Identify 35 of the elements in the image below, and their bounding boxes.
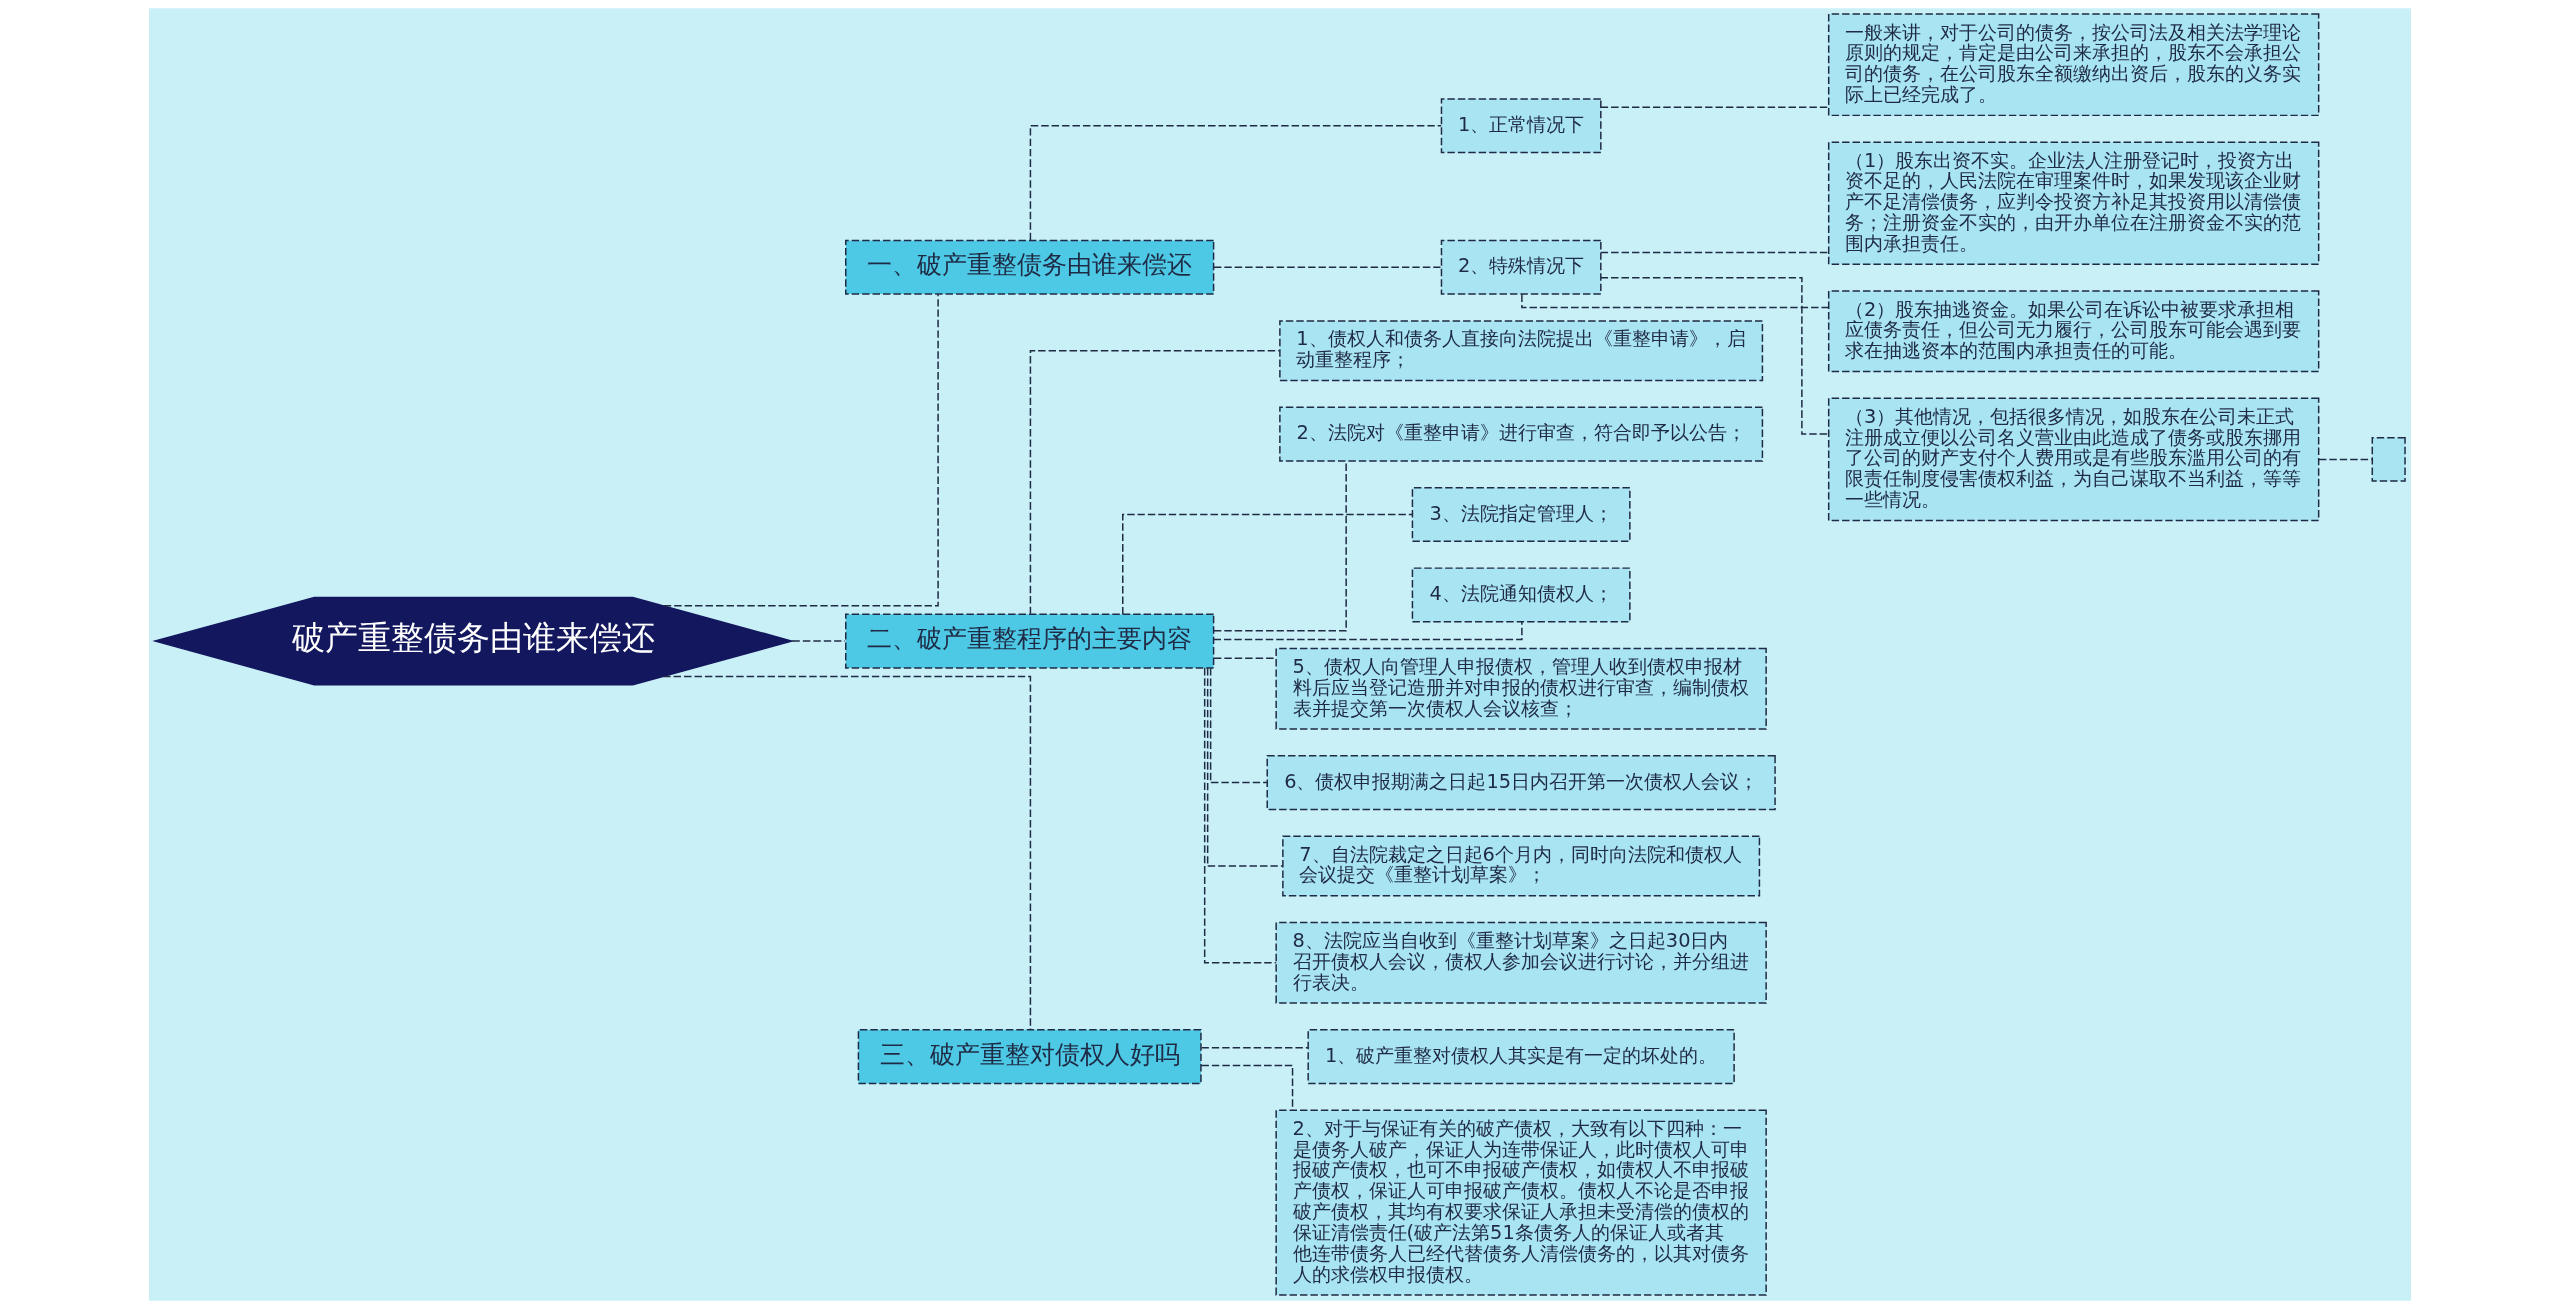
node-box: （3）其他情况，包括很多情况，如股东在公司未正式注册成立便以公司名义营业由此造成了债务或股东挪用了公司的财产支付个人费用或是有些股东滥用公司的有限责任制度侵害债权利益，为自己谋取不当利益，等等一些情况。 [1827, 397, 2320, 522]
connector [1029, 349, 1281, 615]
node-box: 4、法院通知债权人； [1411, 567, 1631, 623]
node-box: 1、债权人和债务人直接向法院提出《重整申请》，启动重整程序； [1279, 320, 1764, 382]
connector [1600, 251, 1829, 254]
connector [1213, 266, 1443, 269]
node-box: 5、债权人向管理人申报债权，管理人收到债权申报材料后应当登记造册并对申报的债权进行审查，编制债权表并提交第一次债权人会议核查； [1275, 647, 1767, 730]
node-box: （1）股东出资不实。企业法人注册登记时，投资方出资不足的，人民法院在审理案件时，如果发现该企业财产不足清偿债务，应判令投资方补足其投资用以清偿债务；注册资金不实的，由开办单位在注册资金不实的范围内承担责任。 [1827, 141, 2320, 266]
node-box: 一般来讲，对于公司的债务，按公司法及相关法学理论原则的规定，肯定是由公司来承担的，股东不会承担公司的债务，在公司股东全额缴纳出资后，股东的义务实际上已经完成了。 [1827, 13, 2320, 117]
node-box: 三、破产重整对债权人好吗 [857, 1029, 1202, 1085]
connector [1600, 106, 1829, 108]
connector [1203, 667, 1277, 964]
node-box: 3、法院指定管理人； [1411, 486, 1631, 543]
node-box: 一、破产重整债务由谁来偿还 [845, 239, 1215, 295]
connector [1206, 667, 1284, 867]
connector [1200, 1046, 1309, 1049]
node-box: 7、自法院裁定之日起6个月内，同时向法院和债权人会议提交《重整计划草案》； [1282, 835, 1761, 897]
connector [1122, 513, 1414, 615]
connector [1213, 657, 1277, 659]
node-box: 1、正常情况下 [1440, 98, 1602, 154]
node-box: 6、债权申报期满之日起15日内召开第一次债权人会议； [1266, 755, 1776, 811]
node-box: 2、对于与保证有关的破产债权，大致有以下四种：一是债务人破产，保证人为连带保证人，此时债权人可申报破产债权，也可不申报破产债权，如债权人不申报破产债权，保证人可申报破产债权。债权人不论是否申报破产债权，其均有权要求保证人承担未受清偿的债权的保证清偿责任(破产法第51条债务人的保证人或者其他连带债务人已经代替债务人清偿债务的，以其对债务人的求偿权申报债权。 [1275, 1109, 1767, 1296]
connector [1209, 667, 1268, 784]
connector [791, 640, 846, 642]
node-box: 8、法院应当自收到《重整计划草案》之日起30日内召开债权人会议，债权人参加会议进行讨论，并分组进行表决。 [1275, 921, 1767, 1004]
node-box: 1、破产重整对债权人其实是有一定的坏处的。 [1307, 1029, 1735, 1085]
node-box [2371, 437, 2406, 482]
connector [1521, 293, 1830, 309]
node-box: 2、法院对《重整申请》进行审查，符合即予以公告； [1279, 406, 1764, 462]
connector [1029, 125, 1442, 241]
node-box: 2、特殊情况下 [1440, 239, 1602, 295]
connector [2318, 458, 2373, 461]
node-box: （2）股东抽逃资金。如果公司在诉讼中被要求承担相应债务责任，但公司无力履行，公司股东可能会遇到要求在抽逃资本的范围内承担责任的可能。 [1827, 290, 2320, 373]
node-box: 二、破产重整程序的主要内容 [845, 613, 1215, 669]
connector [663, 293, 939, 607]
